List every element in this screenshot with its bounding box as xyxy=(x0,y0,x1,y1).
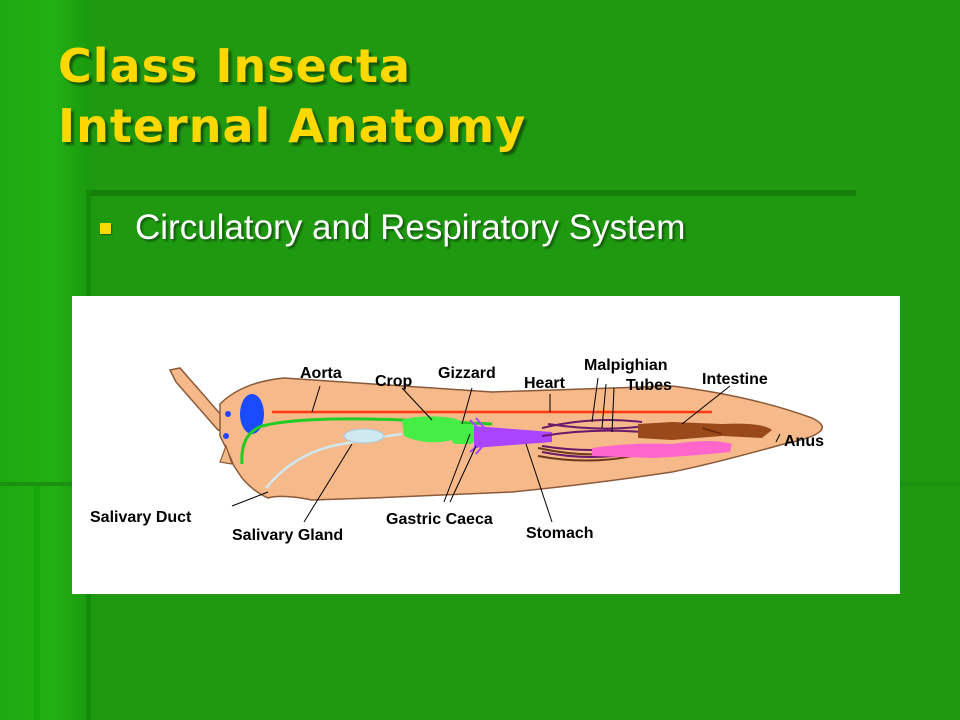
bullet-item: Circulatory and Respiratory System xyxy=(100,208,685,248)
mouthparts xyxy=(219,444,233,465)
leader-malpighian-2 xyxy=(601,383,607,429)
label-salivary-gland: Salivary Gland xyxy=(232,527,343,544)
label-malpighian-line2: Tubes xyxy=(626,377,672,394)
leader-anus xyxy=(775,433,781,443)
mouth-dot xyxy=(223,433,229,439)
gastric-caeca-organ xyxy=(469,417,487,455)
leader-aorta xyxy=(311,385,321,413)
anatomy-svg: Aorta Crop Gizzard Heart Malpighian Tube… xyxy=(90,357,824,544)
label-gastric-caeca: Gastric Caeca xyxy=(386,511,493,528)
slide-title-line1: Class Insecta xyxy=(58,39,412,93)
leader-stomach xyxy=(525,443,553,523)
gizzard-organ xyxy=(452,424,474,444)
label-crop: Crop xyxy=(375,373,413,390)
leader-gizzard xyxy=(461,387,473,425)
label-malpighian-line1: Malpighian xyxy=(584,357,668,374)
crop-organ xyxy=(402,416,462,443)
square-bullet-icon xyxy=(100,222,111,234)
salivary-gland-organ xyxy=(343,428,385,444)
background-stripe xyxy=(34,486,40,720)
leader-crop xyxy=(401,387,433,421)
hindgut-organ xyxy=(592,441,732,458)
label-heart: Heart xyxy=(524,375,566,392)
label-salivary-duct: Salivary Duct xyxy=(90,509,192,526)
slide-title-line2: Internal Anatomy xyxy=(58,99,527,153)
label-anus: Anus xyxy=(784,433,824,450)
intestine-segment xyxy=(701,427,723,435)
leader-salivary-duct xyxy=(231,491,269,507)
slide-title: Class Insecta Internal Anatomy xyxy=(58,36,526,156)
brain xyxy=(240,394,264,434)
foregut-line xyxy=(240,417,493,465)
label-aorta: Aorta xyxy=(300,365,342,382)
leader-malpighian-3 xyxy=(611,387,615,433)
label-stomach: Stomach xyxy=(526,525,594,542)
leader-gastric-caeca-2 xyxy=(449,445,477,503)
background-bar-top xyxy=(90,190,856,196)
insect-anatomy-diagram: Aorta Crop Gizzard Heart Malpighian Tube… xyxy=(72,296,900,594)
leader-intestine xyxy=(681,385,731,425)
bullet-text: Circulatory and Respiratory System xyxy=(135,208,686,247)
label-intestine: Intestine xyxy=(702,371,768,388)
stomach-organ xyxy=(474,426,552,448)
leader-gastric-caeca-1 xyxy=(443,433,471,503)
leader-salivary-gland xyxy=(303,443,353,523)
intestine-organ xyxy=(638,422,772,440)
label-gizzard: Gizzard xyxy=(438,365,496,382)
ocellus xyxy=(225,411,231,417)
leader-malpighian-1 xyxy=(591,377,599,423)
